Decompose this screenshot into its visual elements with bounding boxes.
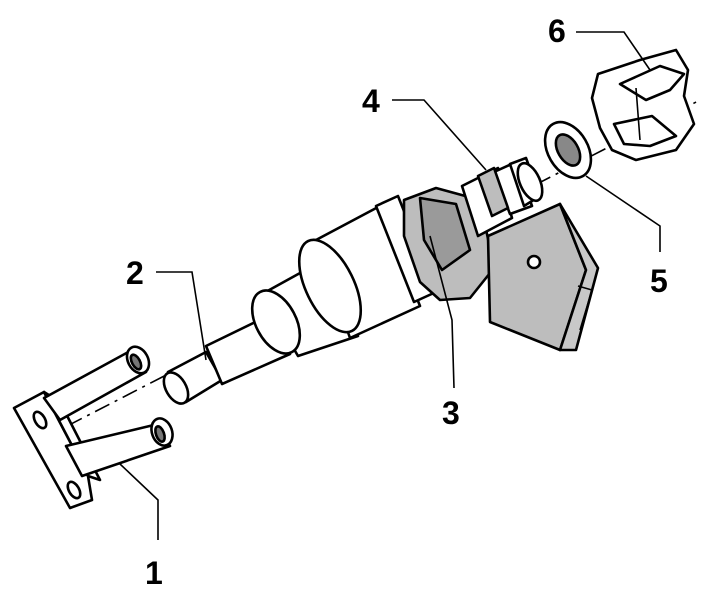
leader-2: [156, 271, 207, 361]
part-1-holder: [12, 345, 174, 510]
part-5-washer: [543, 120, 593, 180]
leader-5: [585, 175, 661, 252]
leader-lines: [119, 31, 661, 540]
leader-1: [119, 463, 159, 540]
injector-body: [204, 194, 438, 386]
part-4-o-ring: [476, 166, 510, 218]
leader-6: [576, 31, 651, 71]
callout-1: 1: [145, 555, 163, 591]
leader-3: [429, 235, 455, 389]
callout-2: 2: [126, 255, 144, 291]
leader-4: [392, 99, 487, 171]
callout-6: 6: [548, 13, 566, 49]
callout-4: 4: [362, 83, 380, 119]
callout-5: 5: [650, 263, 668, 299]
callout-3: 3: [442, 395, 460, 431]
part-6-clip: [590, 48, 696, 162]
electrical-connector: [486, 202, 600, 352]
